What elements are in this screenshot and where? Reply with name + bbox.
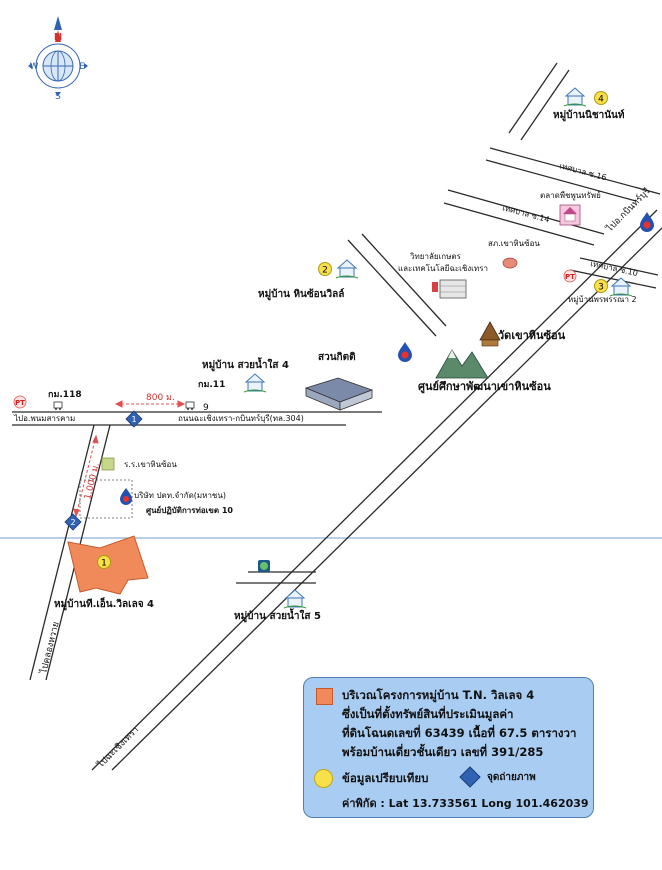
label-wat: วัดเขาหินซ้อน: [498, 329, 566, 342]
legend-line-7: ค่าพิกัด : Lat 13.733561 Long 101.462039: [342, 797, 589, 810]
road-upper-left: [347, 233, 447, 337]
legend-line-3: ที่ดินโฉนดเลขที่ 63439 เนื้อที่ 67.5 ตาร…: [342, 726, 577, 740]
legend-line-6: จุดถ่ายภาพ: [487, 772, 536, 783]
label-village-1: หมู่บ้านที.เอ็น.วิลเลจ 4: [54, 599, 155, 610]
svg-text:S: S: [55, 92, 61, 102]
label-to-phanom: ไปอ.พนมสารคาม: [14, 414, 76, 423]
school-square: [101, 457, 115, 471]
legend-box: บริเวณโครงการหมู่บ้าน T.N. วิลเลจ 4 ซึ่ง…: [303, 677, 594, 818]
gas-station-icon: [120, 212, 654, 505]
suan-kitti-building: [304, 377, 374, 411]
label-village-4: หมู่บ้านนิชานันท์: [553, 110, 625, 121]
temple-icon: [479, 321, 501, 347]
legend-photo-marker-icon: [459, 766, 481, 788]
police-icon: [502, 257, 518, 269]
svg-text:E: E: [79, 62, 85, 72]
label-village-6: หมู่บ้าน สวยน้ำใส 4: [202, 360, 289, 371]
road-304: [12, 411, 382, 426]
label-college-2: และเทคโนโลยีฉะเชิงเทรา: [398, 264, 488, 273]
house-icon: [243, 87, 633, 609]
label-research-center: ศูนย์ศึกษาพัฒนาเขาหินซ้อน: [418, 380, 551, 393]
svg-text:1: 1: [131, 415, 136, 424]
label-km11: กม.11: [198, 380, 226, 390]
svg-text:2: 2: [322, 266, 328, 276]
svg-text:2: 2: [70, 518, 75, 527]
label-km9: 9: [203, 403, 209, 413]
label-village-3: หมู่บ้านพรพรรณา 2: [568, 295, 637, 304]
comparable-3: 3: [594, 279, 608, 293]
comparable-4: 4: [594, 91, 608, 105]
svg-text:4: 4: [598, 95, 604, 105]
photo-point-1: 1: [125, 410, 143, 428]
label-800m: 800 ม.: [146, 393, 175, 403]
label-company-1: บริษัท ปตท.จำกัด(มหาชน): [134, 491, 226, 500]
svg-text:PT: PT: [15, 399, 25, 407]
road-main-diagonal: [91, 209, 662, 771]
road-label-tessaban-16: เทศบาล ซ.16: [558, 161, 607, 182]
distance-1000m-arrow: [73, 434, 99, 518]
label-market: ตลาดพืชพูนทรัพย์: [540, 191, 601, 200]
distance-800m-arrow: [114, 400, 186, 408]
label-village-2: หมู่บ้าน หินซ้อนวิลล์: [258, 289, 345, 300]
label-company-2: ศูนย์ปฏิบัติการท่อเขต 10: [146, 506, 233, 515]
comparable-2: 2: [318, 262, 332, 276]
compass-rose-icon: N S E W: [28, 16, 88, 102]
label-km118: กม.118: [48, 390, 82, 400]
legend-line-5: ข้อมูลเปรียบเทียบ: [342, 771, 429, 785]
legend-comparable-swatch: [314, 769, 333, 788]
svg-text:W: W: [30, 62, 39, 72]
label-village-5: หมู่บ้าน สวยน้ำใส 5: [234, 611, 321, 622]
road-village-5: [236, 571, 316, 584]
legend-line-2: ซึ่งเป็นที่ตั้งทรัพย์สินที่ประเมินมูลค่า: [342, 707, 514, 721]
svg-text:3: 3: [598, 283, 604, 293]
road-village-4: [508, 62, 570, 141]
legend-line-1: บริเวณโครงการหมู่บ้าน T.N. วิลเลจ 4: [342, 688, 535, 702]
svg-text:N: N: [54, 32, 62, 43]
distance-1000-label: 1,000 ม.: [83, 462, 102, 501]
label-school: ร.ร.เขาหินซ้อน: [124, 460, 177, 469]
road-tessaban-16: [485, 147, 661, 202]
label-police: สภ.เขาหินซ้อน: [488, 239, 540, 248]
svg-text:PT: PT: [565, 273, 575, 281]
label-suan-kitti: สวนกิตติ: [318, 352, 356, 363]
road-tessaban-14: [443, 189, 605, 246]
road-tessaban-10: [569, 257, 659, 289]
legend-line-4: พร้อมบ้านเดี่ยวชั้นเดียว เลขที่ 391/285: [342, 745, 544, 759]
market-icon: [559, 204, 581, 226]
legend-subject-swatch: [316, 688, 333, 705]
globe-icon: [258, 560, 270, 572]
college-building: [432, 279, 467, 299]
label-road-304: ถนนฉะเชิงเทรา-กบินทร์บุรี(ทล.304): [178, 414, 304, 423]
svg-text:1: 1: [101, 559, 107, 569]
pt-logo-icon: PT PT: [13, 269, 577, 409]
comparable-1: 1: [97, 555, 111, 569]
photo-point-2: 2: [64, 513, 82, 531]
label-college-1: วิทยาลัยเกษตร: [410, 252, 461, 261]
road-label-to-klong: ไปคลองหวาย: [38, 621, 62, 676]
mountain-icon: [435, 349, 489, 379]
bus-stop-icon: [53, 401, 195, 410]
ptt-area: [79, 479, 133, 519]
